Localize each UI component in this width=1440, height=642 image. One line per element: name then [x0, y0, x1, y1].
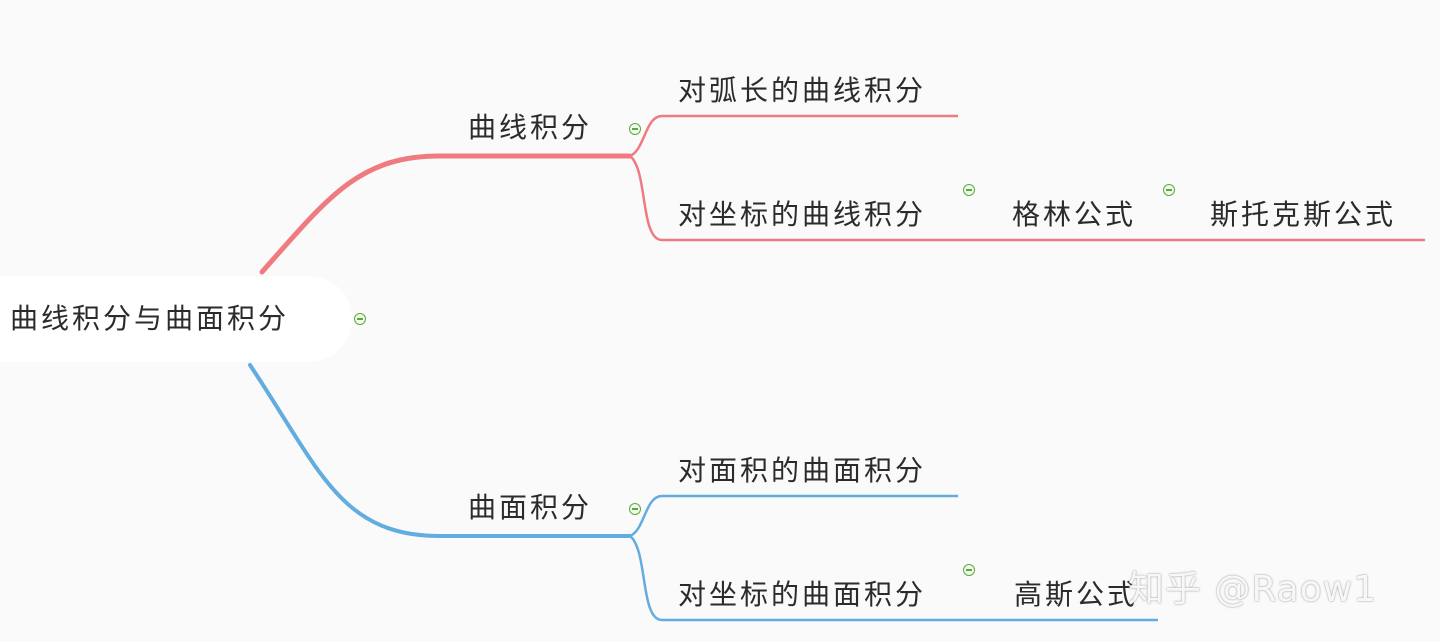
- collapse-icon-surface-integral[interactable]: [629, 503, 641, 515]
- collapse-icon-curve-integral[interactable]: [629, 123, 641, 135]
- root-node[interactable]: [0, 276, 352, 362]
- branch-node-curve-integral[interactable]: 曲线积分: [468, 111, 593, 144]
- leaf-node-gauss-formula[interactable]: 高斯公式: [1014, 578, 1139, 611]
- collapse-icon-green-formula[interactable]: [1163, 184, 1175, 196]
- collapse-icon-root[interactable]: [354, 313, 366, 325]
- collapse-icon-coordinate-curve-integral[interactable]: [963, 184, 975, 196]
- branch-node-surface-integral[interactable]: 曲面积分: [468, 491, 593, 524]
- connector-root-to-curve-integral: [259, 153, 633, 275]
- connector-curve-to-arc-length: [629, 114, 958, 158]
- root-node-label: 曲线积分与曲面积分: [10, 302, 290, 335]
- connector-root-to-surface-integral: [248, 363, 632, 538]
- leaf-node-stokes-formula[interactable]: 斯托克斯公式: [1210, 198, 1397, 231]
- connector-curve-to-coordinate: [629, 155, 1425, 242]
- leaf-node-coordinate-curve-integral[interactable]: 对坐标的曲线积分: [678, 198, 927, 231]
- leaf-node-coordinate-surface-integral[interactable]: 对坐标的曲面积分: [678, 578, 927, 611]
- connector-surface-to-coordinate: [629, 535, 1158, 622]
- collapse-icon-coordinate-surface-integral[interactable]: [963, 564, 975, 576]
- watermark-text: 知乎 @Raow1: [1128, 569, 1378, 610]
- leaf-node-arc-length-curve-integral[interactable]: 对弧长的曲线积分: [678, 74, 927, 107]
- leaf-node-green-formula[interactable]: 格林公式: [1012, 198, 1137, 231]
- connector-surface-to-area: [629, 494, 958, 538]
- leaf-node-area-surface-integral[interactable]: 对面积的曲面积分: [678, 454, 927, 487]
